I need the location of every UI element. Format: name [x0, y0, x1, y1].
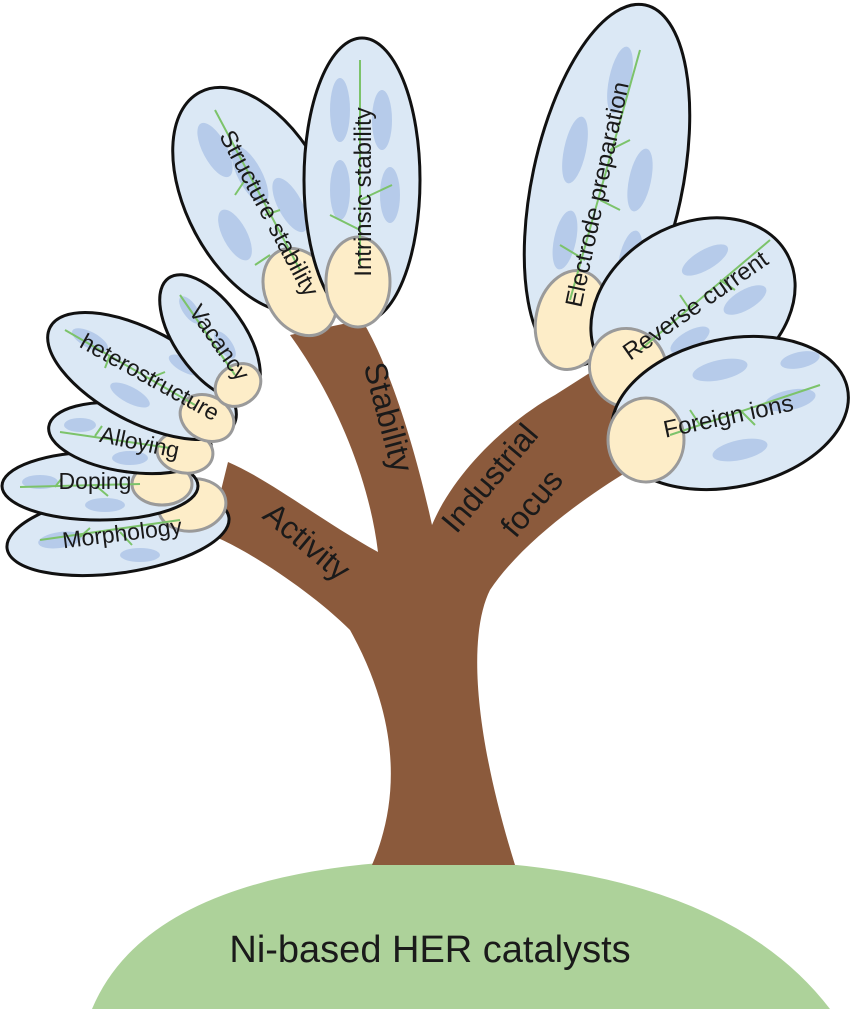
tree-trunk: [210, 320, 637, 865]
leaf-heterostructure: [46, 310, 238, 443]
leaf-structure-stability: [171, 85, 343, 338]
leaf-foreign-ions: [606, 334, 850, 492]
label-doping: Doping: [59, 468, 132, 494]
ground-mound: [92, 860, 830, 1009]
ground-label: Ni-based HER catalysts: [229, 929, 630, 971]
leaf-intrinsic-stability: [302, 36, 422, 329]
label-intrinsic-stability: Intrinsic stability: [350, 107, 377, 276]
leaf-vacancy: [158, 273, 263, 408]
